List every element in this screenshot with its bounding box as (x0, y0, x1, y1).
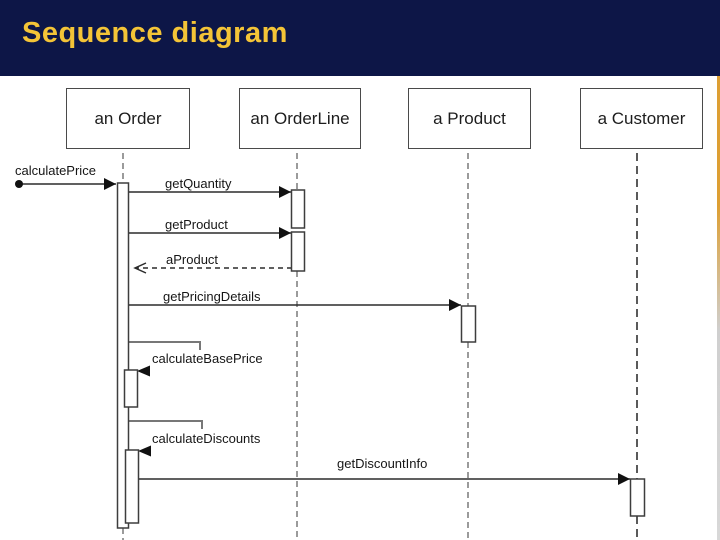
activation-order-main (116, 182, 130, 529)
message-label-get-quantity: getQuantity (165, 176, 232, 191)
participant-box-an-orderline: an OrderLine (239, 88, 361, 149)
lifelines (122, 153, 469, 540)
sequence-diagram-canvas (15, 153, 646, 540)
message-label-get-pricing-details: getPricingDetails (163, 289, 261, 304)
activation-bars (116, 182, 646, 529)
arrowhead-a-product-open (133, 262, 147, 274)
arrowhead-calculate-base-price (137, 365, 150, 377)
message-label-get-discount-info: getDiscountInfo (337, 456, 428, 471)
activation-orderline-get-product (290, 231, 306, 272)
message-label-calculate-base-price: calculateBasePrice (152, 351, 263, 366)
activation-orderline-get-quantity (290, 189, 306, 229)
participant-box-a-product: a Product (408, 88, 531, 149)
self-call-calculate-base-price-line (129, 341, 201, 350)
message-label-calculate-price: calculatePrice (15, 163, 96, 178)
activation-customer (629, 478, 646, 517)
message-label-a-product-return: aProduct (166, 252, 219, 267)
message-label-get-product: getProduct (165, 217, 228, 232)
activation-order-calculate-base-price (123, 369, 139, 408)
participant-box-a-customer: a Customer (580, 88, 703, 149)
activation-product (460, 305, 477, 343)
slide-title: Sequence diagram (22, 17, 288, 49)
slide-header: Sequence diagram (0, 0, 720, 76)
participant-label-a-customer: a Customer (597, 108, 686, 128)
self-call-calculate-discounts-line (129, 420, 203, 429)
participant-box-an-order: an Order (66, 88, 190, 149)
arrowhead-calculate-discounts (138, 445, 151, 457)
slide-right-edge-accent (717, 76, 720, 540)
activation-order-calculate-discounts (124, 449, 140, 524)
sequence-diagram: an Order an OrderLine a Product a Custom… (0, 76, 720, 540)
participant-label-an-orderline: an OrderLine (250, 108, 350, 128)
participant-label-an-order: an Order (94, 108, 162, 128)
self-call-brackets (129, 341, 203, 429)
found-message-circle (15, 180, 23, 188)
participant-label-a-product: a Product (433, 108, 506, 128)
message-label-calculate-discounts: calculateDiscounts (152, 431, 261, 446)
message-arrows (22, 178, 630, 485)
